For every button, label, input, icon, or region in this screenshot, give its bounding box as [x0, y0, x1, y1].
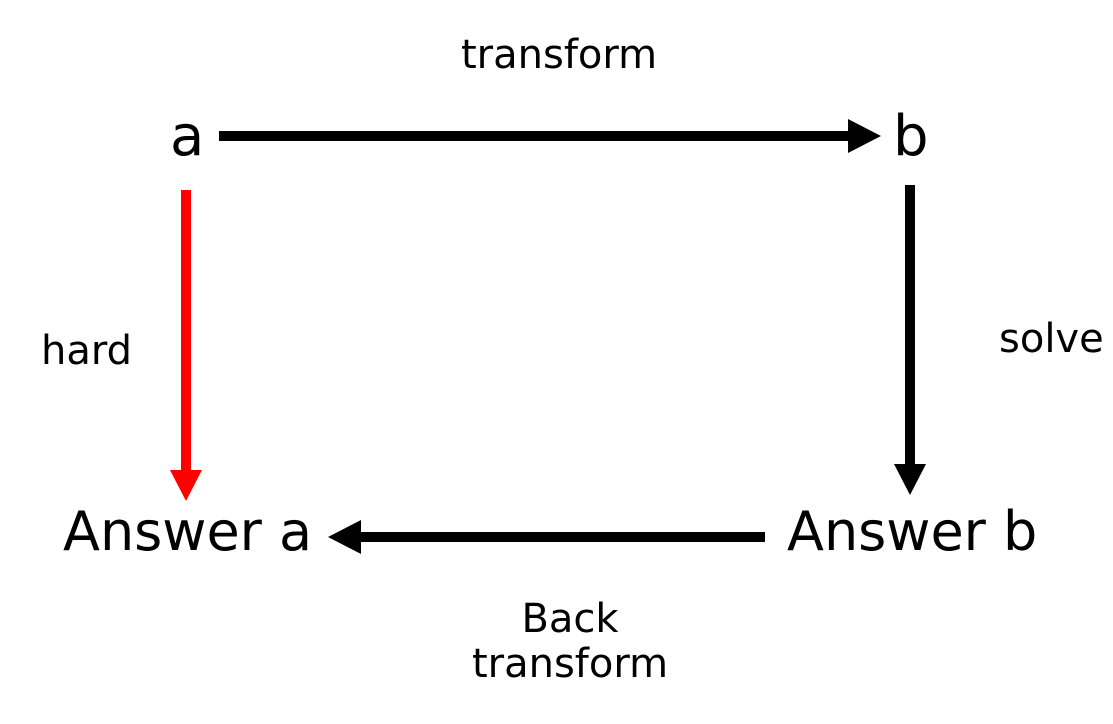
edge-label-back-transform: Back transform: [470, 597, 670, 687]
arrow-transform-head: [848, 119, 881, 153]
edge-label-hard: hard: [41, 328, 132, 374]
edge-label-back-transform-line2: transform: [471, 640, 669, 687]
arrow-hard: [170, 190, 202, 501]
node-answer-b: Answer b: [787, 500, 1038, 563]
edge-label-solve: solve: [999, 316, 1104, 362]
edge-label-back-transform-line1: Back: [521, 596, 619, 642]
arrow-transform: [219, 119, 881, 153]
arrow-hard-head: [170, 470, 202, 501]
node-a: a: [170, 104, 205, 169]
arrow-solve-head: [894, 464, 926, 495]
arrow-back-transform-head: [328, 520, 361, 554]
node-b: b: [893, 104, 929, 169]
arrow-back-transform: [328, 520, 765, 554]
node-answer-a: Answer a: [63, 500, 313, 563]
edge-label-transform: transform: [461, 32, 658, 78]
arrow-solve: [894, 185, 926, 495]
